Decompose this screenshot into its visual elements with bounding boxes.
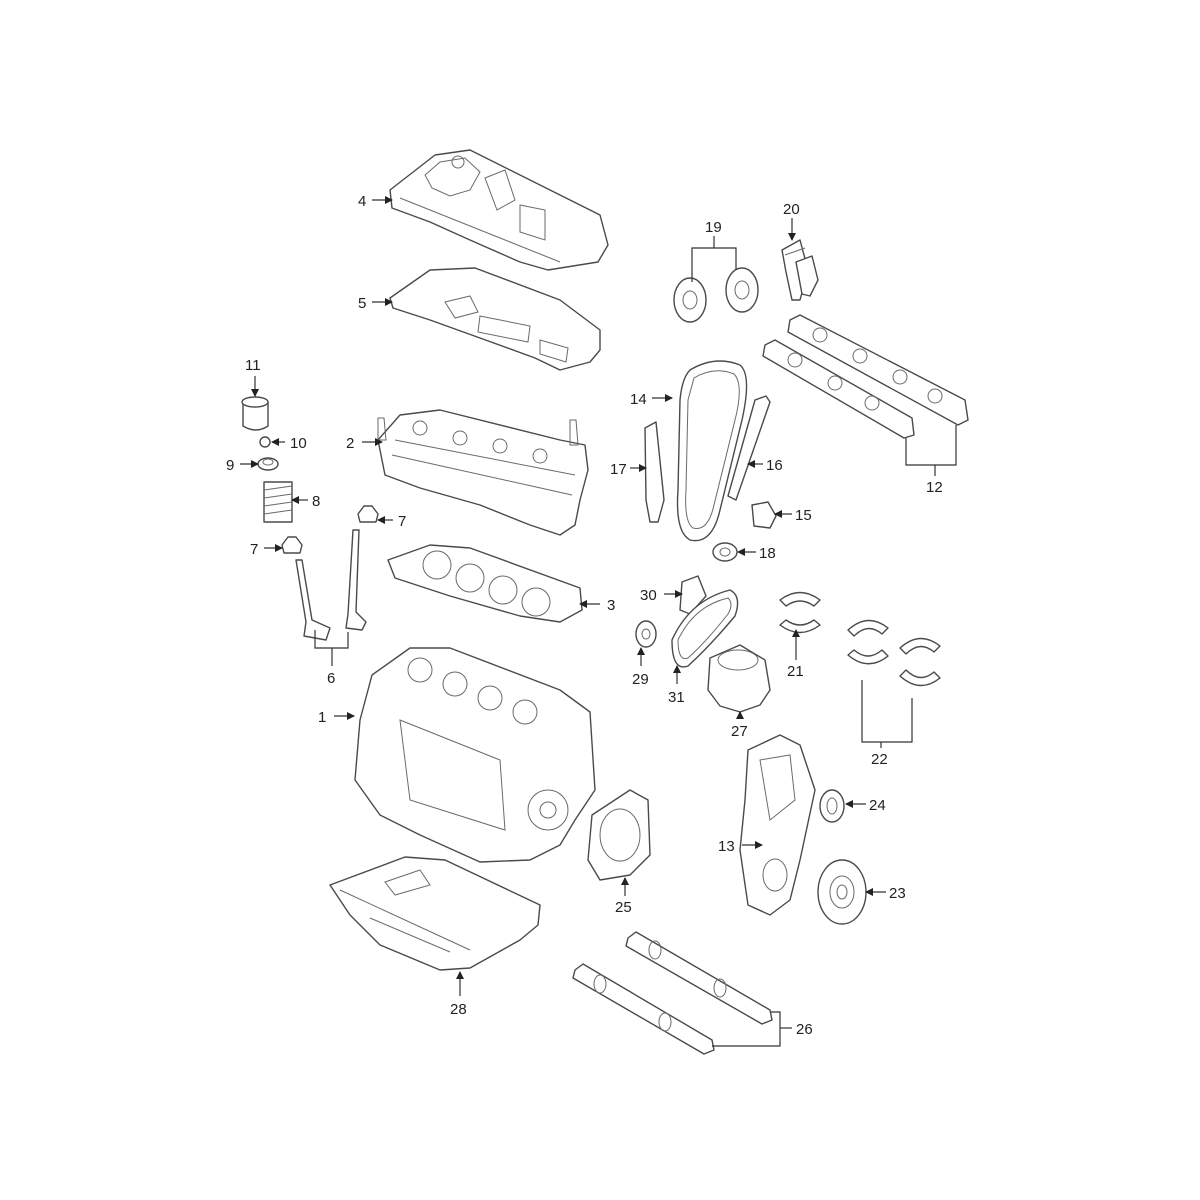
valve-cover-gasket: [389, 267, 601, 371]
oil-control-solenoids: [781, 239, 819, 301]
engine-block: [354, 647, 596, 863]
callout-11: 11: [245, 357, 261, 374]
front-crank-seal: [819, 789, 845, 823]
callout-21: 21: [787, 663, 804, 680]
callout-28: 28: [450, 1001, 467, 1018]
callout-22: 22: [871, 751, 888, 768]
callout-12: 12: [926, 479, 943, 496]
callout-3: 3: [607, 597, 615, 614]
callout-8: 8: [312, 493, 320, 510]
callout-31: 31: [668, 689, 685, 706]
camshafts: [762, 314, 969, 439]
callout-17: 17: [610, 461, 627, 478]
callout-15: 15: [795, 507, 812, 524]
main-bearings: [779, 591, 821, 634]
exhaust-valve: [345, 529, 367, 631]
oil-pump-sprocket: [635, 620, 657, 648]
balance-shafts: [572, 931, 773, 1055]
connecting-rod-bearings: [847, 619, 941, 687]
oil-pan: [329, 856, 541, 971]
callout-16: 16: [766, 457, 783, 474]
crank-pulley: [817, 859, 867, 925]
callout-10: 10: [290, 435, 307, 452]
callout-13: 13: [718, 838, 735, 855]
callout-7-right: 7: [398, 513, 406, 530]
timing-cover: [739, 734, 816, 916]
valve-spring: [263, 481, 293, 523]
chain-tensioner: [751, 501, 777, 529]
callout-labels: 1 2 3 4 5 6 7 7 8 9 10 11 12 13 14 15 16…: [226, 193, 943, 1038]
callout-9: 9: [226, 457, 234, 474]
callout-24: 24: [869, 797, 886, 814]
small-seal: [259, 436, 271, 448]
callout-26: 26: [796, 1021, 813, 1038]
callout-19: 19: [705, 219, 722, 236]
intake-valve: [295, 559, 331, 641]
callout-23: 23: [889, 885, 906, 902]
valve-stem-seal-left: [281, 536, 303, 554]
cylinder-head: [377, 409, 589, 536]
callout-30: 30: [640, 587, 657, 604]
callout-20: 20: [783, 201, 800, 218]
callout-5: 5: [358, 295, 366, 312]
callout-14: 14: [630, 391, 647, 408]
timing-chain: [676, 360, 748, 542]
valve-spring-retainer: [257, 457, 279, 471]
callout-18: 18: [759, 545, 776, 562]
oil-filter: [241, 396, 269, 431]
valve-cover: [389, 149, 609, 271]
chain-guide-left: [644, 421, 665, 523]
crank-sprocket: [712, 542, 738, 562]
oil-pump: [707, 644, 771, 713]
callout-4: 4: [358, 193, 366, 210]
callout-6: 6: [327, 670, 335, 687]
callout-2: 2: [346, 435, 354, 452]
callout-7-left: 7: [250, 541, 258, 558]
cam-sprockets: [673, 267, 759, 323]
callout-29: 29: [632, 671, 649, 688]
chain-guide-right: [727, 395, 771, 501]
valve-stem-seal-right: [357, 505, 379, 523]
head-gasket: [387, 544, 583, 623]
callout-25: 25: [615, 899, 632, 916]
callout-1: 1: [318, 709, 326, 726]
callout-27: 27: [731, 723, 748, 740]
leader-lines: [240, 196, 957, 1047]
rear-main-seal-housing: [587, 789, 651, 881]
oil-pump-chain: [671, 589, 739, 668]
